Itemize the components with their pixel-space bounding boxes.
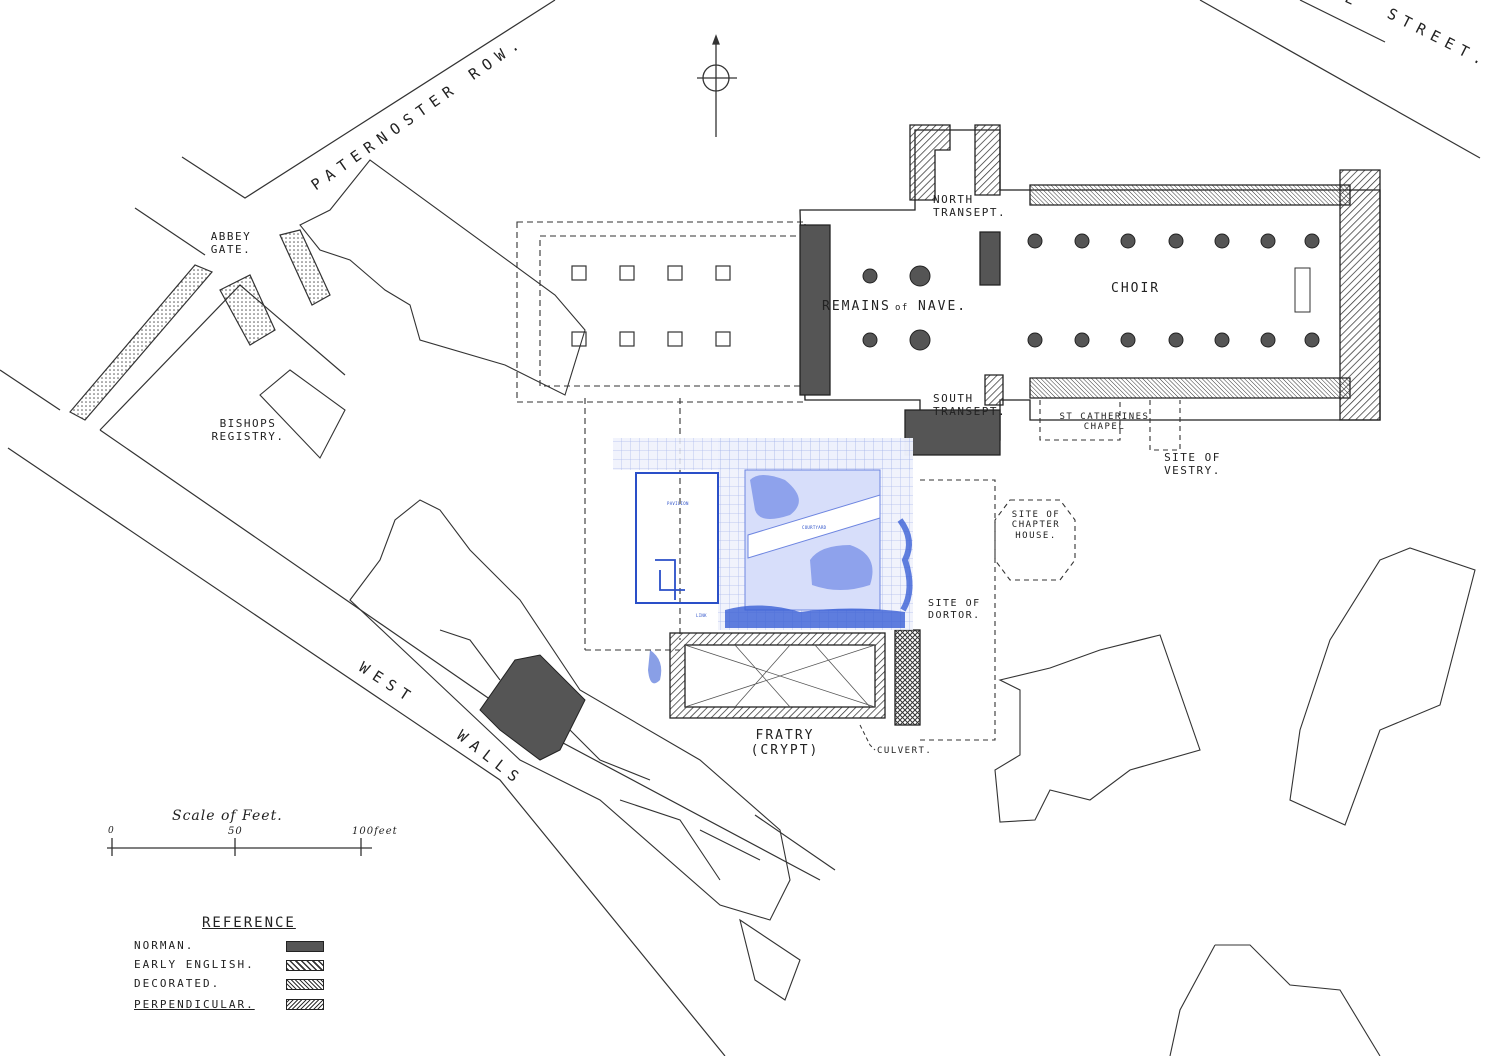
west-wall [69, 229, 836, 881]
scale-title: Scale of Feet. [172, 808, 283, 824]
label-culvert: CULVERT. [877, 746, 933, 756]
altar [1294, 267, 1311, 313]
label-choir: CHOIR [1111, 281, 1161, 296]
label-of: of [895, 303, 909, 313]
legend-item-early-english: EARLY ENGLISH. [134, 958, 255, 971]
scale-tick-100: 100feet [352, 826, 398, 837]
scale-bar [107, 838, 372, 856]
legend-swatch-norman [286, 941, 324, 952]
label-south-transept: SOUTH TRANSEPT. [933, 392, 1007, 418]
label-bishops-registry: BISHOPS REGISTRY. [211, 417, 285, 443]
label-abbey-gate: ABBEY GATE. [210, 230, 252, 256]
scale-tick-0: 0 [108, 826, 115, 836]
right-buildings [994, 547, 1476, 1056]
legend-item-norman: NORMAN. [134, 939, 195, 952]
label-remains: REMAINS [822, 299, 891, 314]
site-outlines [920, 400, 1181, 741]
label-site-of-vestry: SITE OF VESTRY. [1164, 451, 1221, 477]
legend-swatch-perpendicular [286, 999, 324, 1010]
scale-tick-50: 50 [228, 826, 243, 837]
legend-item-decorated: DECORATED. [134, 977, 221, 990]
norman-building [479, 654, 586, 761]
label-link: LINK [696, 613, 707, 618]
label-fratry-crypt: FRATRY (CRYPT) [750, 728, 820, 758]
label-site-of-chapter-house: SITE OF CHAPTER HOUSE. [1011, 510, 1061, 541]
legend-swatch-early-english [286, 960, 324, 971]
cathedral-walls [799, 124, 1381, 456]
north-arrow-icon [697, 34, 737, 137]
label-st-catherines-chapel: ST CATHERINES CHAPEL [1059, 412, 1150, 433]
proposal-overlay [613, 438, 913, 684]
choir-piers [862, 233, 1320, 351]
label-courtyard: COURTYARD [802, 525, 827, 530]
nave-piers [571, 265, 731, 347]
label-north-transept: NORTH TRANSEPT. [933, 193, 1007, 219]
legend-swatch-decorated [286, 979, 324, 990]
label-nave: NAVE. [918, 299, 968, 314]
label-site-of-dortor: SITE OF DORTOR. [928, 598, 981, 621]
label-pavilion: PAVILION [667, 501, 689, 506]
precinct-buildings [259, 159, 801, 1001]
legend-title: REFERENCE [202, 915, 296, 931]
fratry [669, 629, 921, 726]
legend-item-perpendicular: PERPENDICULAR. [134, 998, 255, 1011]
